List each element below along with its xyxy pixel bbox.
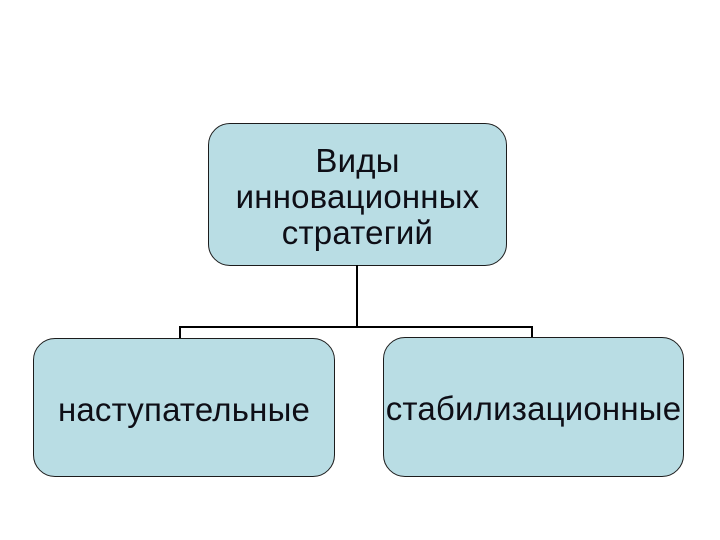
node-strategy-types: Виды инновационных стратегий [208,123,507,266]
node-stabilization-strategies: стабилизационные [383,337,684,477]
node-strategy-types-line3: стратегий [281,214,434,251]
connector-bracket [179,326,533,338]
node-strategy-types-line1: Виды [315,142,400,179]
node-stabilization-strategies-label: стабилизационные [385,390,682,427]
connector-stem-vertical [356,265,358,327]
node-offensive-strategies: наступательные [33,338,335,477]
node-offensive-strategies-label: наступательные [57,390,311,428]
node-strategy-types-line2: инновационных [235,178,480,215]
